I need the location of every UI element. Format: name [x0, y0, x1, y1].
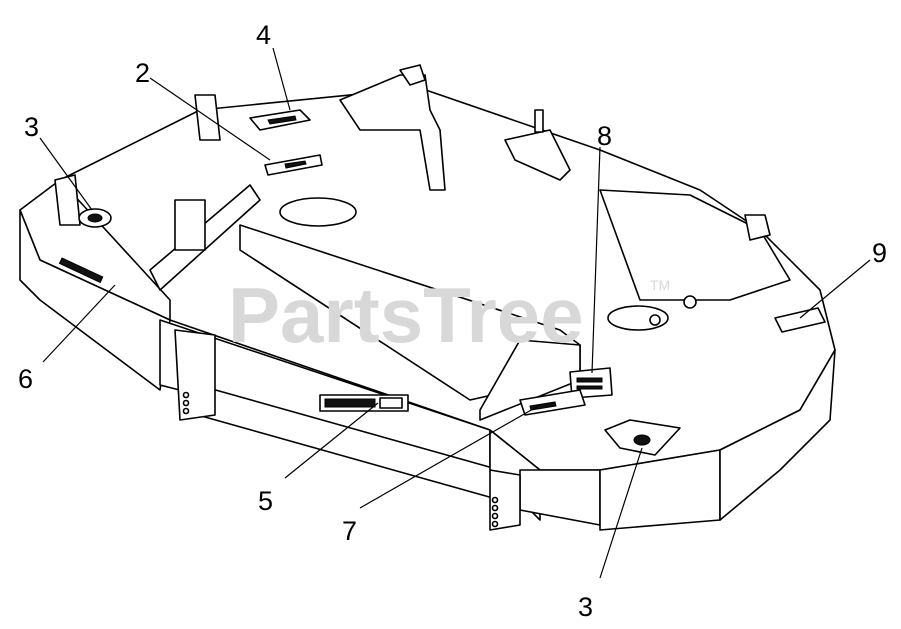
- deck-right-shroud: [599, 189, 791, 301]
- callout-7: 7: [342, 516, 357, 546]
- idler-arm: [339, 64, 571, 191]
- watermark: PartsTree: [228, 271, 584, 359]
- watermark-tm: TM: [650, 277, 670, 293]
- spindle-cover: [279, 197, 697, 331]
- callout-3-rear: 3: [24, 112, 39, 142]
- callouts: 4 2 3 8 9 6 5 7 3: [18, 20, 887, 622]
- callout-3-front: 3: [578, 592, 593, 622]
- decals: [58, 109, 826, 456]
- callout-5: 5: [258, 486, 273, 516]
- callout-8: 8: [597, 121, 612, 151]
- callout-2: 2: [135, 58, 150, 88]
- callout-6: 6: [18, 364, 33, 394]
- callout-9: 9: [872, 238, 887, 268]
- callout-4: 4: [256, 20, 271, 50]
- height-adjust-brackets: [174, 329, 521, 531]
- decal-9: [774, 307, 826, 333]
- left-hanger-brackets: [54, 94, 261, 291]
- brand-decal: [58, 257, 104, 284]
- leader-lines: [39, 47, 871, 579]
